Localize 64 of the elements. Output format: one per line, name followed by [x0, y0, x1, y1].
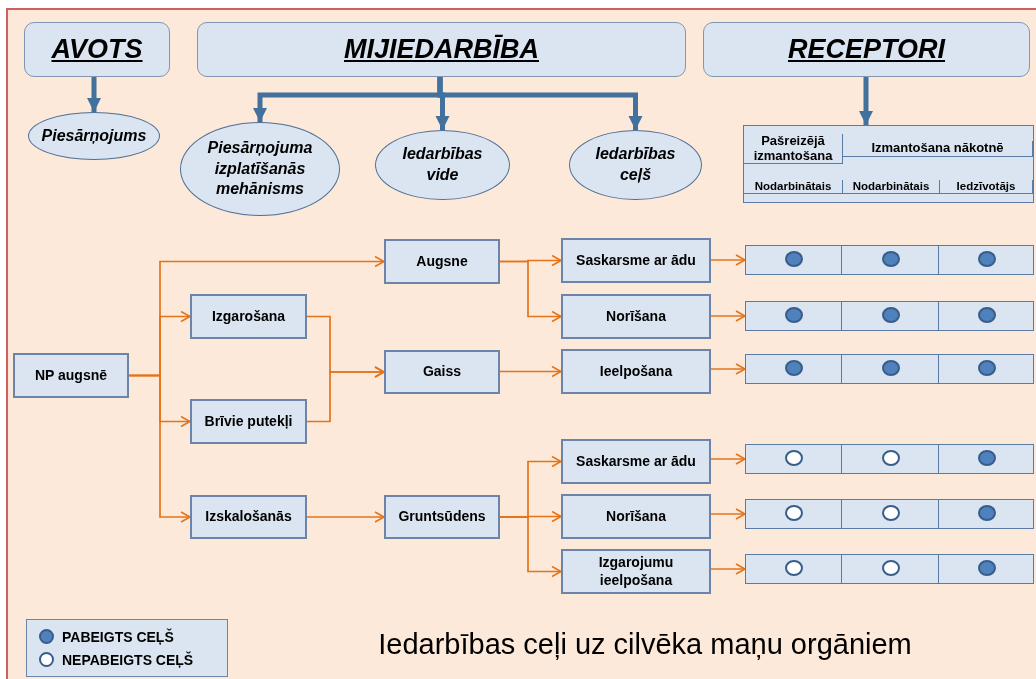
process-box: Saskarsme ar ādu [561, 238, 711, 283]
caption: Iedarbības ceļi uz cilvēka maņu orgāniem [377, 628, 913, 661]
category-header: AVOTS [24, 22, 170, 77]
result-bar [745, 444, 1034, 474]
table-cell: Iedzīvotājs [940, 179, 1033, 195]
filled-dot [881, 251, 900, 267]
filled-dot [881, 307, 900, 323]
arrow [306, 511, 385, 523]
arrow [499, 260, 562, 323]
legend-label: PABEIGTS CEĻŠ [62, 628, 174, 645]
table-cell: Nodarbinātais [843, 179, 940, 195]
result-bar [745, 301, 1034, 331]
result-bar [745, 554, 1034, 584]
filled-dot [785, 360, 804, 376]
process-box: Brīvie putekļi [190, 399, 307, 444]
arrow [710, 363, 746, 375]
arrow [710, 310, 746, 322]
process-box: Gaiss [384, 350, 500, 394]
process-box: Gruntsūdens [384, 495, 500, 539]
table-cell: Izmantošana nākotnē [843, 141, 1033, 157]
arrow [710, 563, 746, 575]
result-bar [745, 245, 1034, 275]
hollow-circle [881, 450, 900, 466]
process-box: Izgarošana [190, 294, 307, 339]
filled-dot [881, 360, 900, 376]
process-box: Izgarojumu ieelpošana [561, 549, 711, 594]
filled-dot [977, 505, 996, 521]
hollow-circle [785, 560, 804, 576]
arrow [710, 254, 746, 266]
receptor-table [743, 125, 1034, 203]
arrow [710, 453, 746, 465]
process-box: Izskalošanās [190, 495, 307, 539]
process-box: Saskarsme ar ādu [561, 439, 711, 484]
process-box: Augsne [384, 239, 500, 284]
filled-dot [785, 251, 804, 267]
filled-dot [977, 251, 996, 267]
table-cell: Nodarbinātais [744, 179, 843, 195]
arrow [306, 366, 385, 423]
arrow [710, 508, 746, 520]
legend-label: NEPABEIGTS CEĻŠ [62, 651, 194, 668]
arrow [859, 77, 873, 125]
category-header: MIJIEDARBĪBA [197, 22, 686, 77]
hollow-circle [881, 560, 900, 576]
arrow [499, 365, 562, 378]
result-bar [745, 354, 1034, 384]
arrow [499, 516, 562, 578]
category-header: RECEPTORI [703, 22, 1030, 77]
arrow [87, 77, 101, 112]
filled-dot [785, 307, 804, 323]
filled-dot [977, 360, 996, 376]
process-box: Norīšana [561, 294, 711, 339]
process-box: NP augsnē [13, 353, 129, 398]
hollow-circle [785, 450, 804, 466]
result-bar [745, 499, 1034, 529]
filled-dot [977, 307, 996, 323]
arrow [128, 374, 191, 523]
hollow-circle [785, 505, 804, 521]
process-box: Ieelpošana [561, 349, 711, 394]
filled-dot [977, 450, 996, 466]
table-cell: Pašreizējā izmantošana [744, 133, 843, 165]
process-box: Norīšana [561, 494, 711, 539]
hollow-circle [881, 505, 900, 521]
filled-dot [977, 560, 996, 576]
arrow [437, 77, 643, 130]
